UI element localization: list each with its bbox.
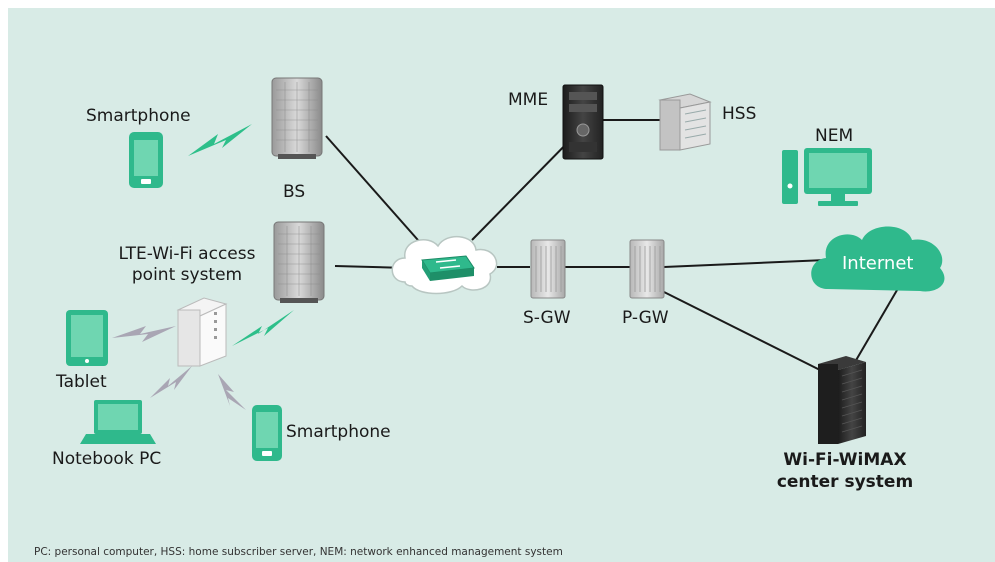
line-switch-to-mme: [471, 129, 581, 241]
connection-lines: [325, 119, 901, 371]
line-pgw-to-wimax: [663, 291, 821, 371]
pgw-label: P-GW: [622, 308, 669, 328]
internet-label: Internet: [842, 253, 914, 274]
mme-server-icon: [562, 84, 604, 160]
wimax-center-rack-icon: [818, 356, 866, 444]
tablet-icon: [66, 310, 108, 366]
line-pgw-to-internet: [663, 259, 827, 268]
nem-label: NEM: [815, 126, 854, 146]
lte-ap-label-line2: point system: [131, 265, 243, 285]
wireless-link-green-ap: [232, 310, 294, 346]
notebook-pc-label: Notebook PC: [52, 449, 162, 469]
wireless-link-green-top: [188, 124, 252, 156]
lte-ap-label-line1: LTE-Wi-Fi access: [118, 244, 256, 264]
wimax-center-label-line2: center system: [776, 472, 914, 492]
wireless-link-gray-tablet: [112, 326, 176, 342]
sgw-gateway-icon: [530, 239, 566, 299]
smartphone-bottom-icon: [252, 405, 282, 461]
notebook-pc-icon: [80, 400, 156, 444]
line-internet-to-wimax: [854, 284, 901, 363]
tablet-label: Tablet: [56, 372, 107, 392]
sgw-label: S-GW: [523, 308, 571, 328]
hss-label: HSS: [722, 104, 757, 124]
bs-tower-icon: [271, 77, 323, 159]
wireless-link-gray-smartphone: [218, 374, 246, 410]
internet-cloud-icon: [811, 226, 945, 292]
wireless-link-gray-notebook: [150, 366, 192, 398]
smartphone-top-icon: [129, 132, 163, 188]
wifi-access-point-icon: [176, 297, 228, 367]
mme-label: MME: [508, 90, 549, 110]
nem-computer-icon: [782, 148, 872, 206]
lte-ap-tower-icon: [273, 221, 325, 303]
footnote: PC: personal computer, HSS: home subscri…: [34, 546, 563, 558]
smartphone-bottom-label: Smartphone: [286, 422, 391, 442]
switch-icon: [421, 255, 475, 281]
line-bs-to-switch: [325, 135, 426, 249]
smartphone-top-label: Smartphone: [86, 106, 191, 126]
hss-server-icon: [658, 93, 712, 151]
wimax-center-label-line1: Wi-Fi-WiMAX: [783, 450, 907, 470]
bs-label: BS: [283, 182, 306, 202]
pgw-gateway-icon: [629, 239, 665, 299]
